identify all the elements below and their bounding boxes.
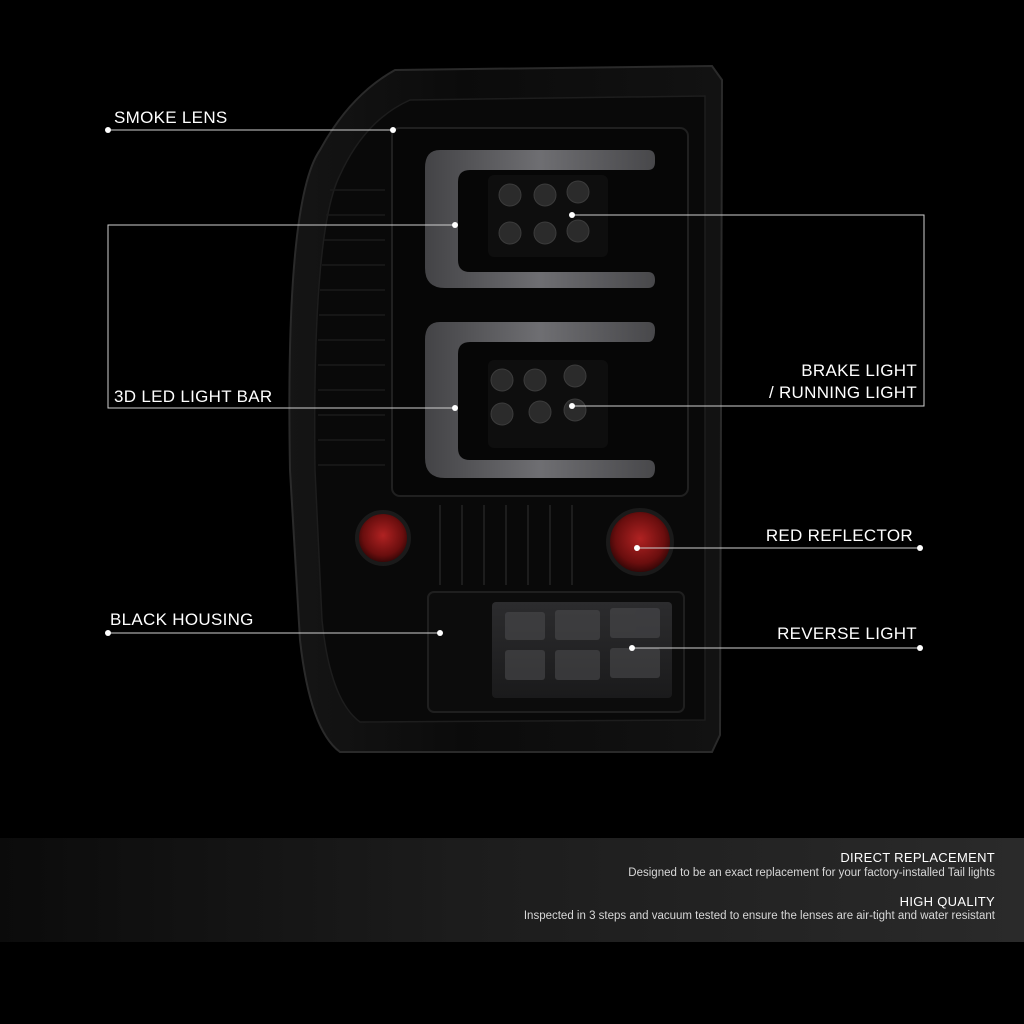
brake-leds-upper (488, 175, 608, 257)
feature-text-direct-replacement: Designed to be an exact replacement for … (628, 867, 995, 879)
lower-ribs (439, 505, 573, 585)
reverse-light-label: REVERSE LIGHT (777, 624, 917, 643)
brake-light-label-line2: / RUNNING LIGHT (768, 383, 917, 402)
callout-dots (105, 127, 923, 651)
reflector-right (606, 508, 674, 576)
feature-title-high-quality: HIGH QUALITY (899, 894, 995, 909)
reflector-left (355, 510, 411, 566)
black-housing-label: BLACK HOUSING (110, 610, 254, 629)
reverse-light-module (427, 591, 685, 713)
upper-module (391, 127, 689, 497)
brake-leds-lower (488, 360, 608, 448)
light-bar-upper (425, 150, 655, 288)
feature-text-high-quality: Inspected in 3 steps and vacuum tested t… (523, 910, 995, 922)
red-reflector-label: RED REFLECTOR (765, 526, 913, 545)
brake-light-label: BRAKE LIGHT / RUNNING LIGHT (769, 360, 917, 404)
callout-lines (107, 129, 925, 649)
led-light-bar-label: 3D LED LIGHT BAR (114, 387, 273, 406)
brake-light-label-line1: BRAKE LIGHT (801, 361, 917, 380)
light-bar-lower (425, 322, 655, 478)
smoke-lens-label: SMOKE LENS (114, 108, 228, 127)
housing-ribs (318, 189, 385, 466)
feature-title-direct-replacement: DIRECT REPLACEMENT (840, 850, 995, 865)
feature-info-band: DIRECT REPLACEMENT Designed to be an exa… (0, 838, 1024, 942)
